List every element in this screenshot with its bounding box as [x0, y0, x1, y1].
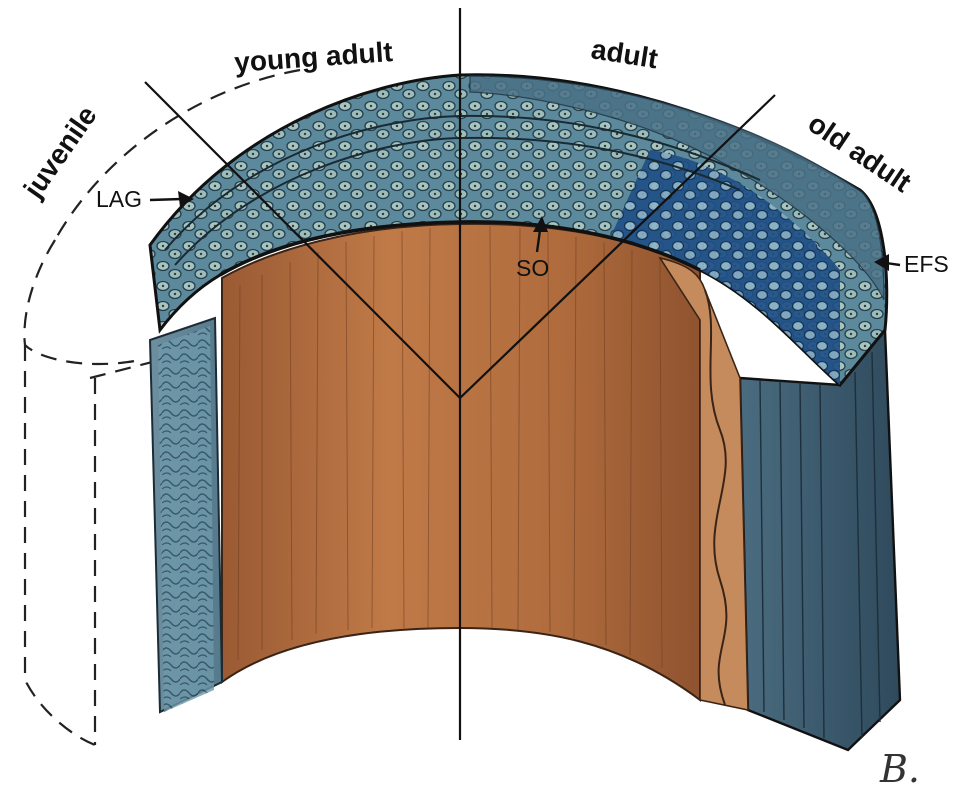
label-young-adult: young adult [233, 36, 393, 78]
left-face-woven [158, 326, 214, 712]
label-adult: adult [589, 33, 660, 74]
artist-signature: B. [879, 747, 920, 791]
callout-lag-text: LAG [96, 186, 142, 212]
callout-lag-arrow [150, 199, 182, 200]
callout-so-text: SO [516, 255, 549, 281]
label-juvenile: juvenile [17, 100, 103, 204]
callout-efs-text: EFS [904, 251, 949, 277]
